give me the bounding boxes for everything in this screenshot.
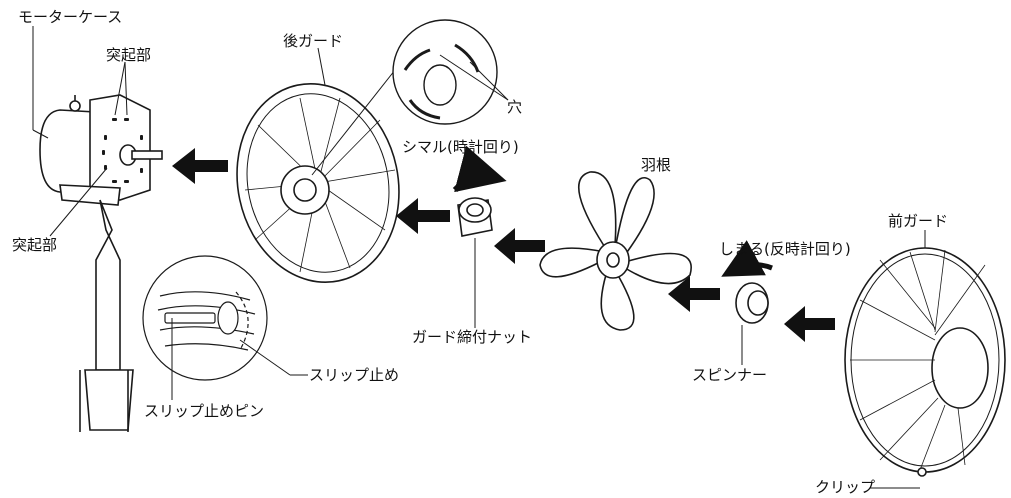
tighten-clockwise-label: シマル(時計回り) <box>402 138 519 156</box>
guard-nut-label: ガード締付ナット <box>412 328 533 346</box>
slip-stopper-pin-label: スリップ止めピン <box>144 402 265 420</box>
hole-label: 穴 <box>507 98 523 116</box>
blade-label: 羽根 <box>641 156 672 174</box>
rear-guard <box>236 47 400 284</box>
assembly-arrows <box>172 148 835 342</box>
rear-guard-label: 後ガード <box>283 32 344 50</box>
spinner-label: スピンナー <box>692 366 768 384</box>
protrusion-top-label: 突起部 <box>106 46 152 64</box>
protrusion-leaders <box>49 61 128 237</box>
counterclockwise-arrow <box>721 240 773 277</box>
motor-case-label: モーターケース <box>18 8 123 26</box>
hole-detail <box>311 19 509 176</box>
slip-stopper-label: スリップ止め <box>309 366 400 384</box>
clip-label: クリップ <box>815 478 876 496</box>
spinner <box>735 282 769 365</box>
protrusion-bottom-label: 突起部 <box>12 236 58 254</box>
clockwise-arrow <box>452 145 507 193</box>
guard-nut <box>457 197 493 328</box>
fan-stand <box>79 199 134 432</box>
slip-stopper-detail <box>142 255 308 400</box>
front-guard <box>844 230 1006 489</box>
motor-case <box>32 26 163 206</box>
fan-blade <box>539 171 692 331</box>
tighten-counterclockwise-label: しまる(反時計回り) <box>719 240 851 258</box>
front-guard-label: 前ガード <box>888 212 949 230</box>
